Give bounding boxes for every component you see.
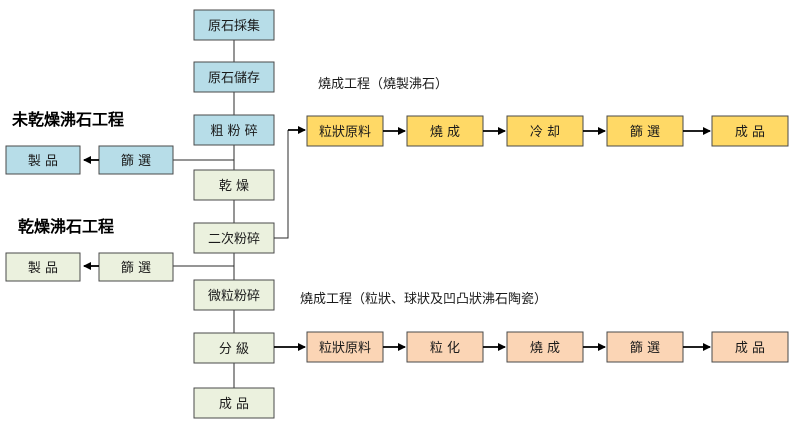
main-box-coarse-crushing: 粗 粉 碎 <box>193 114 275 146</box>
main-label-coarse-crushing: 粗 粉 碎 <box>210 124 257 139</box>
heading-firing-top: 燒成工程（燒製沸石） <box>318 77 448 92</box>
bottom-firing-box-1: 粒狀原料 <box>306 331 384 363</box>
main-box-raw-collection: 原石採集 <box>193 9 275 41</box>
bottom-firing-label-4: 篩 選 <box>630 341 660 356</box>
top-firing-label-5: 成 品 <box>735 125 765 140</box>
undried-box-screening: 篩 選 <box>98 145 174 175</box>
top-firing-connector <box>274 130 289 239</box>
main-label-classification: 分 級 <box>219 342 249 357</box>
bottom-firing-box-2: 粒 化 <box>406 331 484 363</box>
top-firing-box-3: 冷 却 <box>506 115 584 147</box>
dried-label-product: 製 品 <box>28 261 58 276</box>
bottom-firing-box-5: 成 品 <box>711 331 789 363</box>
bottom-firing-box-4: 篩 選 <box>606 331 684 363</box>
bottom-firing-label-1: 粒狀原料 <box>319 341 371 356</box>
undried-label-screening: 篩 選 <box>121 154 151 169</box>
main-label-drying: 乾 燥 <box>219 179 249 194</box>
main-label-fine-crushing: 微粒粉碎 <box>208 289 260 304</box>
top-firing-label-3: 冷 却 <box>530 125 560 140</box>
top-firing-label-1: 粒狀原料 <box>319 125 371 140</box>
dried-box-screening: 篩 選 <box>98 252 174 282</box>
main-box-product: 成 品 <box>193 387 275 419</box>
main-label-secondary-crushing: 二次粉碎 <box>208 231 260 247</box>
main-box-secondary-crushing: 二次粉碎 <box>193 222 275 254</box>
top-firing-label-4: 篩 選 <box>630 125 660 140</box>
main-box-classification: 分 級 <box>193 332 275 364</box>
top-firing-box-4: 篩 選 <box>606 115 684 147</box>
undried-label-product: 製 品 <box>28 154 58 169</box>
heading-undried-process: 未乾燥沸石工程 <box>11 110 124 129</box>
heading-firing-bottom: 燒成工程（粒狀、球狀及凹凸狀沸石陶瓷） <box>300 291 547 307</box>
main-box-fine-crushing: 微粒粉碎 <box>193 279 275 311</box>
top-firing-box-2: 燒 成 <box>406 115 484 147</box>
bottom-firing-label-2: 粒 化 <box>430 341 460 356</box>
bottom-firing-label-5: 成 品 <box>735 341 765 356</box>
main-label-raw-storage: 原石儲存 <box>208 71 260 86</box>
undried-box-product: 製 品 <box>5 145 81 175</box>
main-box-drying: 乾 燥 <box>193 169 275 201</box>
top-firing-box-1: 粒狀原料 <box>306 115 384 147</box>
bottom-firing-label-3: 燒 成 <box>530 341 560 356</box>
heading-dried-process: 乾燥沸石工程 <box>18 217 114 236</box>
main-box-raw-storage: 原石儲存 <box>193 61 275 93</box>
top-firing-box-5: 成 品 <box>711 115 789 147</box>
main-label-product: 成 品 <box>219 397 249 412</box>
dried-box-product: 製 品 <box>5 252 81 282</box>
main-label-raw-collection: 原石採集 <box>208 18 260 34</box>
top-firing-label-2: 燒 成 <box>430 125 460 140</box>
bottom-firing-box-3: 燒 成 <box>506 331 584 363</box>
dried-label-screening: 篩 選 <box>121 261 151 276</box>
